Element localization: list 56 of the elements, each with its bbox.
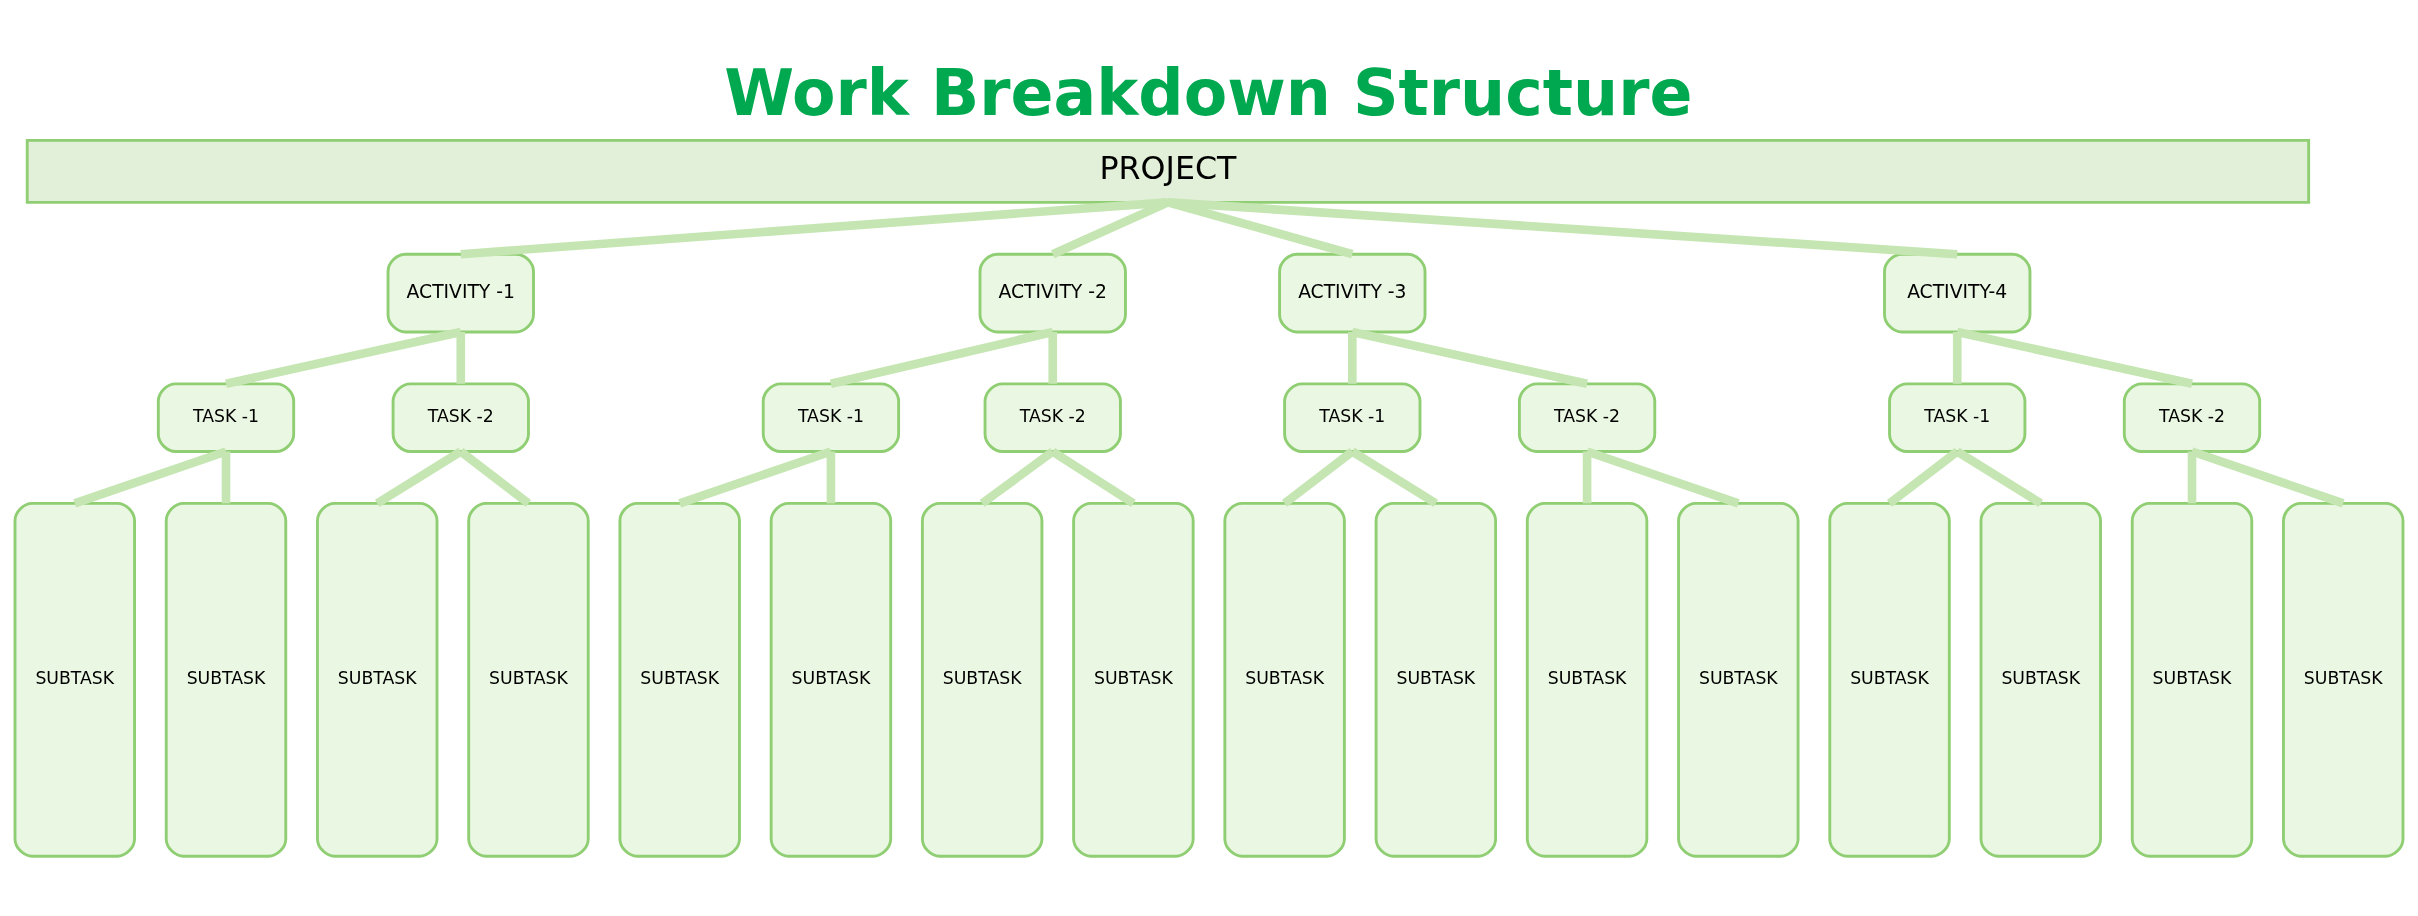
node-box: SUBTASK: [2130, 501, 2254, 858]
node-box: SUBTASK: [769, 501, 893, 858]
connector: [221, 451, 231, 504]
node-box: TASK -2: [983, 382, 1122, 453]
node-box: ACTIVITY -3: [1278, 252, 1427, 334]
node-box: SUBTASK: [467, 501, 590, 858]
connector: [458, 448, 532, 507]
connector: [829, 327, 1054, 389]
connector: [374, 447, 464, 508]
node-box: ACTIVITY-4: [1883, 252, 2032, 334]
node-box: ACTIVITY -2: [978, 252, 1127, 334]
node-box: TASK -1: [1283, 382, 1422, 453]
connector: [225, 327, 462, 389]
node-box: TASK -2: [391, 382, 530, 453]
node-box: SUBTASK: [316, 501, 439, 858]
connector: [2190, 447, 2345, 508]
node-box: ACTIVITY -1: [386, 252, 535, 334]
node-box: SUBTASK: [1374, 501, 1498, 858]
connector: [1050, 447, 1136, 507]
node-box: SUBTASK: [164, 501, 288, 858]
diagram-title: Work Breakdown Structure: [724, 55, 1693, 130]
node-box: SUBTASK: [13, 501, 136, 858]
node-box: PROJECT: [25, 139, 2311, 204]
connector: [1348, 332, 1357, 384]
connector: [826, 451, 836, 504]
connector: [1582, 451, 1592, 504]
connector: [1952, 332, 1962, 384]
node-box: TASK -2: [1517, 382, 1657, 453]
node-box: TASK -2: [2122, 382, 2262, 453]
connector: [1048, 332, 1058, 384]
connector: [460, 198, 1169, 259]
connector: [2187, 451, 2197, 504]
connector: [1282, 448, 1355, 507]
node-box: SUBTASK: [920, 501, 1044, 858]
node-box: SUBTASK: [1223, 501, 1346, 858]
node-box: TASK -1: [1888, 382, 2027, 453]
connector: [456, 332, 466, 384]
node-box: SUBTASK: [1072, 501, 1195, 858]
node-box: TASK -1: [156, 382, 296, 453]
node-box: SUBTASK: [2282, 501, 2405, 858]
node-box: SUBTASK: [1525, 501, 1649, 858]
node-box: SUBTASK: [1828, 501, 1951, 858]
node-box: TASK -1: [761, 382, 901, 453]
connector: [1954, 447, 2044, 508]
node-box: SUBTASK: [1979, 501, 2102, 858]
connector: [1886, 448, 1960, 507]
connector: [1351, 327, 1588, 389]
connector: [979, 448, 1056, 507]
connector: [1350, 447, 1439, 508]
connector: [1167, 198, 1958, 259]
node-box: SUBTASK: [1677, 501, 1800, 858]
connector: [678, 447, 833, 508]
connector: [1585, 447, 1740, 508]
connector: [73, 447, 228, 508]
connector: [1956, 327, 2193, 389]
node-box: SUBTASK: [618, 501, 741, 858]
